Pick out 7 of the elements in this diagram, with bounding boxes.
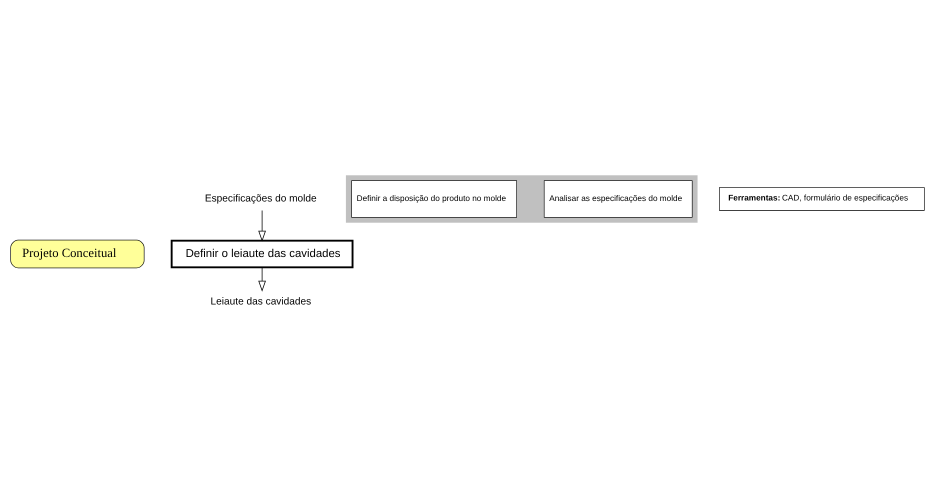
arrow — [258, 210, 266, 242]
node-text: Leiaute das cavidades — [210, 296, 312, 307]
node-box: Projeto Conceitual — [10, 239, 144, 268]
node-text: Especificações do molde — [204, 192, 317, 204]
node-box: Definir o leiaute das cavidades — [170, 239, 354, 268]
arrow — [258, 266, 266, 292]
cluster — [346, 174, 698, 222]
